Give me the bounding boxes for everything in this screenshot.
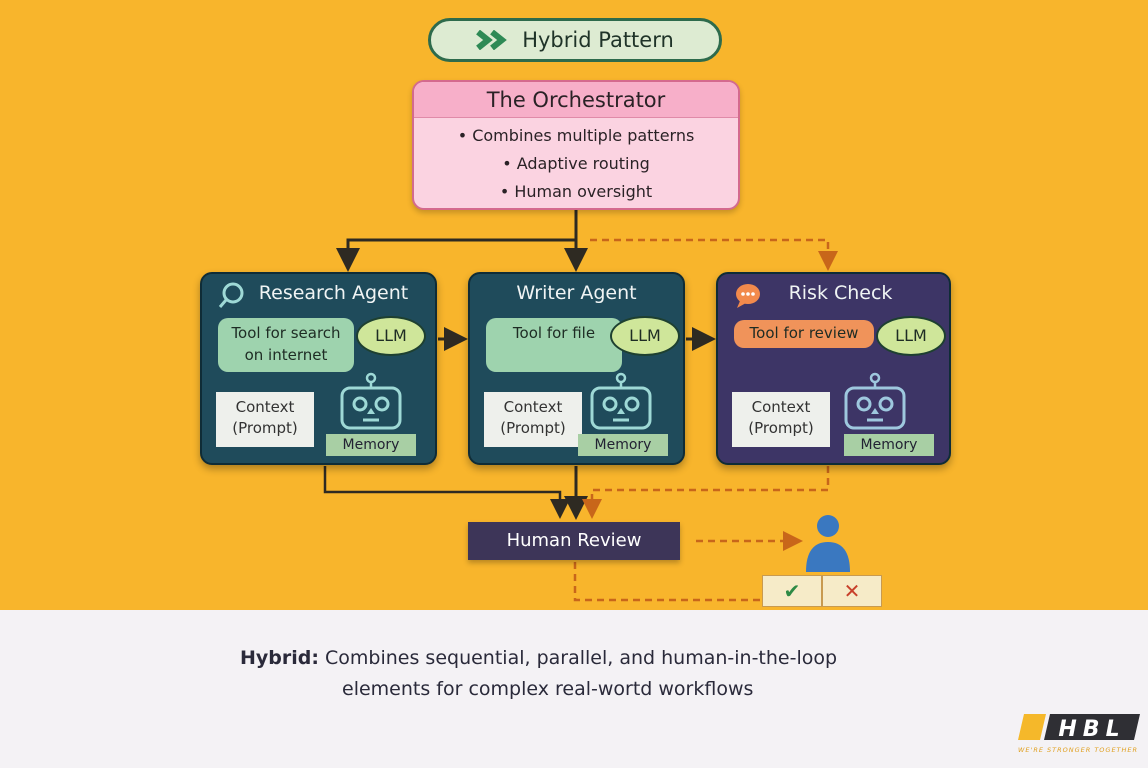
context-prompt-box: Context(Prompt) <box>732 392 830 447</box>
pattern-title: Hybrid Pattern <box>522 28 674 52</box>
memory-label: Memory <box>326 434 416 456</box>
logo-mark: HBL <box>1018 714 1140 742</box>
reject-button: ✕ <box>822 575 882 607</box>
orchestrator-bullet: • Adaptive routing <box>502 154 650 173</box>
orchestrator-bullet: • Combines multiple patterns <box>457 126 695 145</box>
writer-agent-box: Writer Agent Tool for file LLM Context(P… <box>468 272 685 465</box>
caption-panel <box>0 610 1148 768</box>
agent-tool: Tool for file <box>486 318 622 372</box>
memory-label: Memory <box>844 434 934 456</box>
orchestrator-bullet: • Human oversight <box>499 182 653 201</box>
approve-button: ✔ <box>762 575 822 607</box>
risk-check-box: Risk Check Tool for review LLM Context(P… <box>716 272 951 465</box>
search-icon <box>218 282 244 308</box>
caption-label: Hybrid: <box>240 647 319 669</box>
context-prompt-box: Context(Prompt) <box>484 392 582 447</box>
dashed-risk-review <box>582 466 830 519</box>
double-chevron-icon <box>476 30 508 50</box>
orchestrator-box: The Orchestrator • Combines multiple pat… <box>412 80 740 210</box>
agent-title: Risk Check <box>788 282 893 304</box>
dashed-orch-risk <box>590 238 838 271</box>
robot-icon <box>844 372 906 430</box>
caption: Hybrid: Combines sequential, parallel, a… <box>240 643 837 705</box>
svg-text:HBL: HBL <box>1058 717 1125 742</box>
orchestrator-title: The Orchestrator <box>414 82 738 118</box>
robot-icon <box>590 372 652 430</box>
llm-bubble: LLM <box>610 316 680 356</box>
person-icon <box>806 515 850 572</box>
agent-tool: Tool for review <box>734 320 874 348</box>
agent-title: Research Agent <box>258 282 409 304</box>
human-review-box: Human Review <box>468 522 680 560</box>
memory-label: Memory <box>578 434 668 456</box>
dashed-feedback-loop <box>573 562 762 602</box>
context-prompt-box: Context(Prompt) <box>216 392 314 447</box>
caption-line2: elements for complex real-wortd workflow… <box>342 678 754 700</box>
llm-bubble: LLM <box>876 316 946 356</box>
pattern-title-pill: Hybrid Pattern <box>428 18 722 62</box>
robot-icon <box>340 372 402 430</box>
chat-bubble-icon <box>736 284 760 308</box>
arrow-research-review <box>323 466 570 519</box>
agent-title: Writer Agent <box>516 282 637 304</box>
caption-line1: Combines sequential, parallel, and human… <box>325 647 838 669</box>
llm-bubble: LLM <box>356 316 426 356</box>
arrow-orch-research <box>336 210 578 272</box>
logo-tagline: WE'RE STRONGER TOGETHER <box>1018 746 1139 754</box>
hbl-logo: HBL WE'RE STRONGER TOGETHER <box>1018 712 1142 756</box>
